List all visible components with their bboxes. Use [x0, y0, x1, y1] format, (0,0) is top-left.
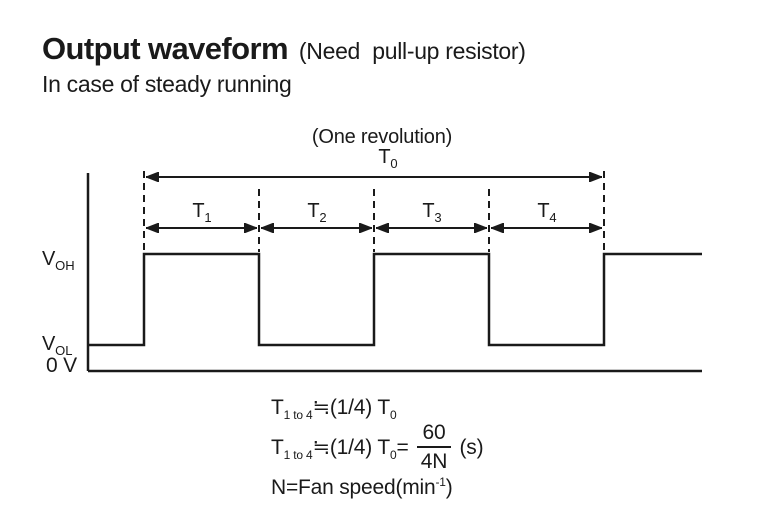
header: Output waveform (Need pull-up resistor) … [42, 31, 526, 98]
page-title-note: (Need pull-up resistor) [298, 38, 526, 64]
fraction: 60 4N [416, 421, 452, 474]
t1-label: T1 [192, 200, 212, 225]
formula-line-2: T1 to 4≒(1/4) T0= 60 4N (s) [271, 421, 484, 474]
t3-label: T3 [422, 200, 442, 225]
zero-volt-label: 0 V [46, 354, 77, 377]
t4-label: T4 [537, 200, 557, 225]
page-title: Output waveform [42, 31, 289, 66]
waveform-trace [88, 252, 702, 347]
approx-equal-symbol: ≒ [312, 435, 330, 459]
fraction-denominator: 4N [420, 450, 448, 474]
t0-label: T0 [378, 146, 398, 171]
page-subtitle: In case of steady running [42, 71, 292, 97]
formula-unit: (s) [459, 435, 484, 459]
formula-line-1: T1 to 4≒(1/4) T0 [271, 396, 397, 423]
fraction-numerator: 60 [416, 421, 452, 449]
t2-label: T2 [307, 200, 327, 225]
voh-level-label: VOH [42, 248, 75, 273]
formula-line-2-lhs: T1 to 4≒(1/4) T0= [271, 435, 409, 462]
formula-line-3: N=Fan speed(min-1) [271, 475, 453, 499]
title-row: Output waveform (Need pull-up resistor) [42, 31, 526, 67]
vol-level-label: VOL [42, 333, 73, 358]
one-revolution-label: (One revolution) [311, 126, 453, 148]
approx-equal-symbol: ≒ [312, 396, 330, 419]
